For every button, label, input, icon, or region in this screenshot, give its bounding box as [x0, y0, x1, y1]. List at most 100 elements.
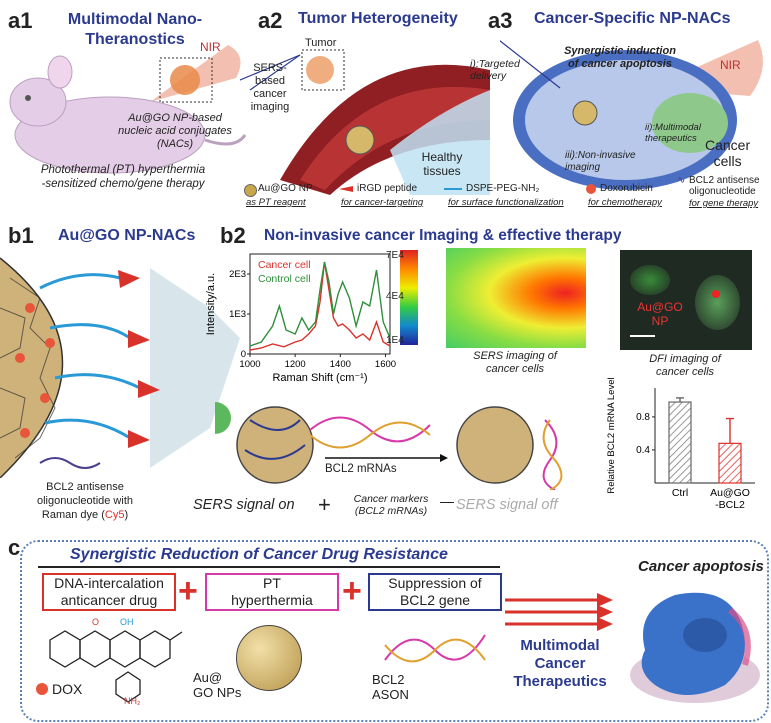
panel-c-title-underline	[38, 566, 500, 568]
b1-caption: BCL2 antisense oligonucleotide with Rama…	[36, 481, 133, 521]
multimodal-therapeutics-c: Multimodal Cancer Therapeutics	[513, 637, 607, 690]
colorbar-tick-bottom: 1E4	[386, 335, 404, 346]
synergy-label: Synergistic induction of cancer apoptosi…	[564, 45, 676, 70]
box-anticancer-drug: DNA-intercalation anticancer drug	[42, 573, 176, 611]
x-tick-label: 1200	[285, 359, 306, 370]
box-pt-hyperthermia: PT hyperthermia	[205, 573, 339, 611]
legend-entry-1: Control cell	[258, 273, 311, 285]
panel-a2-label: a2	[258, 8, 283, 33]
sers-mechanism-illustration	[215, 402, 563, 490]
panel-c-label: c	[8, 535, 21, 560]
dfi-image	[620, 250, 752, 350]
targeted-delivery-label: i):Targeted delivery	[470, 58, 520, 82]
nacs-label: Au@GO NP-based nucleic acid conjugates (…	[118, 112, 232, 150]
panel-b1-label: b1	[8, 223, 34, 248]
category-label-line2-1: -BCL2	[715, 499, 745, 511]
dox-molecule-icon: O OH NH₂	[49, 617, 183, 705]
arrow-to-off	[440, 502, 454, 503]
nir-label-a3: NIR	[720, 58, 741, 72]
plus-sign-c2: +	[342, 572, 362, 610]
blood-vessel-illustration	[240, 49, 490, 195]
aunp-sphere-icon-2	[456, 406, 534, 484]
ason-strand-icon	[384, 634, 486, 663]
sers-on-label: SERS signal on	[193, 497, 295, 513]
tumor-icon	[170, 65, 200, 95]
bcl2-mrnas-label: BCL2 mRNAs	[325, 463, 397, 475]
sers-imaging-label: SERS- based cancer imaging	[250, 62, 290, 113]
y-tick-label: 1E3	[229, 309, 246, 320]
x-tick-label: 1000	[239, 359, 260, 370]
y-axis-label: Intensity/a.u.	[205, 273, 217, 335]
tumor-label: Tumor	[305, 37, 337, 49]
sers-colorbar	[400, 250, 418, 345]
nac-illustration	[0, 257, 240, 478]
dox-dots-icon	[15, 303, 55, 438]
mouse-head-icon	[9, 77, 67, 127]
y-tick-label: 2E3	[229, 269, 246, 280]
series-line-1	[249, 261, 391, 347]
plus-sign-b2: +	[318, 492, 331, 517]
x-tick-label: 1600	[375, 359, 396, 370]
sers-off-label: SERS signal off	[456, 497, 558, 513]
panel-a3-label: a3	[488, 8, 513, 33]
panel-a2-title: Tumor Heterogeneity	[298, 10, 458, 27]
dox-dot-icon	[36, 683, 48, 695]
multimodal-therapeutics-label: ii):Multimodal therapeutics	[645, 122, 701, 144]
box-bcl2-suppression: Suppression of BCL2 gene	[368, 573, 502, 611]
panel-c-frame	[20, 540, 769, 722]
bar-0	[668, 401, 692, 484]
ason-icon: ∿	[677, 175, 686, 186]
mol-oxygen-label: O	[92, 617, 99, 627]
mol-hydroxyl-label: OH	[120, 617, 134, 627]
panel-b2-title: Non-invasive cancer Imaging & effective …	[264, 227, 622, 244]
panel-a1-title-line2: Theranostics	[85, 31, 185, 48]
colorbar-tick-top: 7E4	[386, 250, 404, 261]
ason-label: BCL2 ASON	[372, 672, 409, 702]
legend: Au@GO NP as PT reagent iRGD peptide for …	[244, 175, 760, 209]
series-line-0	[249, 261, 391, 351]
dfi-aunp-label: Au@GO NP	[637, 300, 683, 328]
bar-1	[718, 442, 742, 484]
nir-label-a1: NIR	[200, 40, 221, 54]
irgd-peptide-icon	[339, 186, 353, 192]
cancer-cells-label: Cancer cells	[705, 137, 751, 169]
therapy-arrows-icon	[505, 593, 613, 631]
legend-entry-0: Cancer cell	[258, 259, 311, 271]
a1-caption: Photothermal (PT) hyperthermia -sensitiz…	[40, 164, 206, 190]
aunp-icon	[244, 184, 257, 197]
category-label-0: Ctrl	[672, 487, 688, 499]
mol-nh2-label: NH₂	[124, 696, 141, 705]
aunp-sphere-icon	[236, 406, 314, 484]
aunp-c-label: Au@ GO NPs	[193, 670, 242, 700]
cancer-cell-illustration	[500, 40, 763, 190]
y-tick-label: 0	[241, 349, 246, 360]
mrna-strand-icon	[309, 416, 431, 443]
healthy-tissue-icon	[390, 90, 490, 195]
nac-strands-icon	[39, 270, 160, 448]
mouse-body-icon	[14, 96, 206, 174]
dox-label: DOX	[52, 681, 83, 697]
healthy-tissues-label: Healthy tissues	[421, 150, 463, 178]
cy5-label: Cy5	[104, 509, 125, 521]
doxorubicin-icon	[586, 184, 596, 194]
cancer-apoptosis-label: Cancer apoptosis	[638, 558, 764, 575]
panel-a1-label: a1	[8, 8, 33, 33]
sers-map-image	[446, 248, 586, 348]
panel-a1-title: Multimodal Nano- Theranostics	[50, 10, 220, 50]
y-tick-label: 0.8	[636, 412, 650, 423]
y-axis-label: Relative BCL2 mRNA Level	[606, 378, 617, 494]
aunp-sphere-c-icon	[236, 625, 302, 691]
plot-frame	[249, 253, 391, 355]
nucleus-icon	[652, 93, 728, 153]
x-tick-label: 1400	[330, 359, 351, 370]
panel-b2-label: b2	[220, 223, 246, 248]
colorbar-tick-mid: 4E4	[386, 291, 404, 302]
panel-a3-title: Cancer-Specific NP-NACs	[534, 10, 731, 27]
y-tick-label: 0.4	[636, 445, 650, 456]
x-axis-label: Raman Shift (cm⁻¹)	[272, 372, 367, 384]
apoptotic-cell-icon	[630, 592, 760, 703]
cancer-markers-label: Cancer markers (BCL2 mRNAs)	[353, 493, 429, 517]
peg-icon	[444, 188, 462, 190]
noninvasive-imaging-label: iii):Non-invasive imaging	[565, 150, 636, 173]
